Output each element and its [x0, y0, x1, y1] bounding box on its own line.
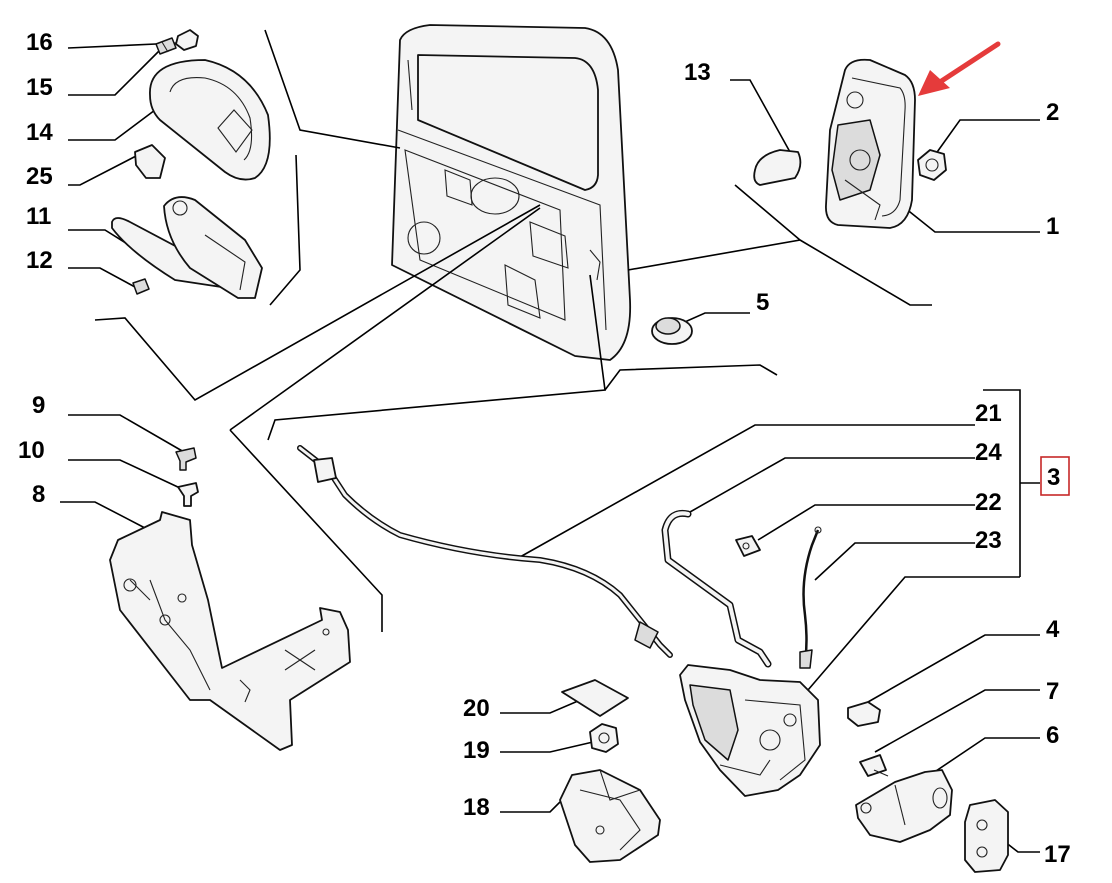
label-16: 16 — [26, 29, 53, 56]
part-13-cover — [753, 149, 802, 186]
label-15: 15 — [26, 74, 53, 101]
part-17-plate — [964, 799, 1009, 873]
label-3: 3 — [1047, 464, 1060, 491]
label-5: 5 — [756, 289, 769, 316]
leader-lines — [60, 29, 1040, 853]
label-10: 10 — [18, 437, 45, 464]
part-12-screw — [132, 278, 150, 295]
part-18-bracket — [559, 769, 661, 863]
label-11: 11 — [26, 203, 51, 230]
part-10-bolt — [177, 482, 199, 507]
label-19: 19 — [463, 737, 490, 764]
label-6: 6 — [1046, 722, 1059, 749]
label-13: 13 — [684, 59, 711, 86]
part-7-bolt — [859, 754, 889, 777]
part-1-outer-handle — [825, 58, 916, 229]
part-14-handle-cover — [149, 59, 271, 181]
part-15-screw — [155, 37, 177, 55]
label-20: 20 — [463, 695, 490, 722]
part-number-labels: 16 15 14 25 11 12 9 10 8 13 2 1 5 21 24 … — [18, 29, 1071, 868]
door-frame — [391, 24, 632, 361]
part-8-bracket — [109, 511, 351, 751]
part-16-screw — [175, 29, 199, 51]
part-3-highlight-box — [1040, 456, 1070, 496]
label-22: 22 — [975, 489, 1002, 516]
label-25: 25 — [26, 163, 53, 190]
label-1: 1 — [1046, 213, 1059, 240]
label-12: 12 — [26, 247, 53, 274]
label-8: 8 — [32, 481, 45, 508]
part-25-clip — [134, 144, 166, 179]
part-24-rod — [661, 509, 772, 668]
part-11-inner-handle — [111, 196, 263, 299]
part-21-cable — [297, 445, 673, 658]
part-9-bolt — [175, 447, 197, 471]
label-24: 24 — [975, 439, 1002, 466]
part-6-hinge — [855, 769, 953, 843]
label-9: 9 — [32, 392, 45, 419]
label-4: 4 — [1046, 616, 1060, 643]
part-20-pad — [561, 679, 629, 717]
label-23: 23 — [975, 527, 1002, 554]
part-22-switch — [735, 535, 761, 557]
label-2: 2 — [1046, 99, 1059, 126]
part-2-nut — [917, 149, 947, 181]
label-21: 21 — [975, 400, 1002, 427]
door-lock — [679, 664, 821, 797]
part-5-plug — [651, 317, 693, 345]
part-23-rod — [799, 526, 822, 669]
part-19-nut — [589, 723, 619, 753]
label-14: 14 — [26, 119, 53, 146]
part-4-bolt — [847, 701, 881, 727]
label-17: 17 — [1044, 841, 1071, 868]
label-18: 18 — [463, 794, 490, 821]
label-7: 7 — [1046, 678, 1059, 705]
red-arrow-icon — [918, 41, 1001, 96]
